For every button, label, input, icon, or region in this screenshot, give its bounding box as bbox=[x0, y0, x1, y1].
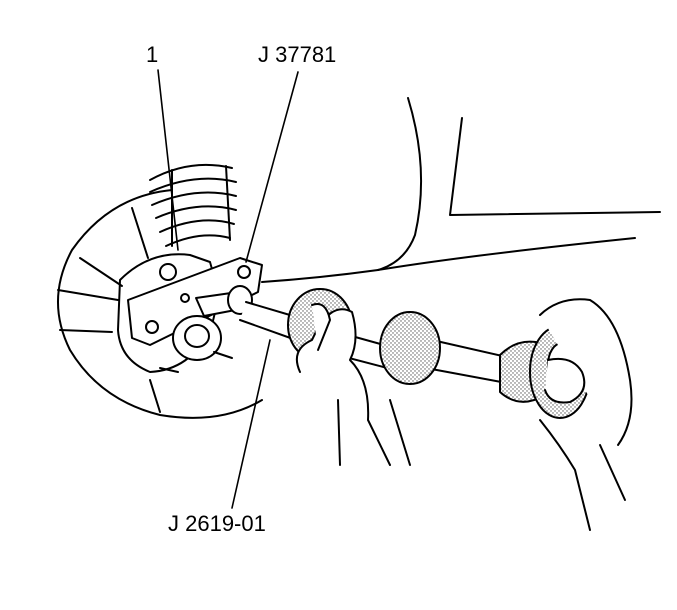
leader-line-1 bbox=[157, 69, 179, 251]
leader-line-j2619 bbox=[231, 339, 271, 509]
coil-spring bbox=[149, 163, 237, 247]
left-hand bbox=[296, 303, 411, 466]
wheel-hub bbox=[159, 315, 233, 373]
right-hand bbox=[539, 298, 633, 531]
puller-plate bbox=[127, 257, 263, 346]
callout-j37781: J 37781 bbox=[258, 42, 336, 67]
callout-1: 1 bbox=[146, 42, 158, 67]
leader-lines bbox=[157, 69, 299, 509]
fender-outline bbox=[261, 97, 661, 283]
callout-j2619-01: J 2619-01 bbox=[168, 511, 266, 536]
leader-line-j37781 bbox=[245, 71, 299, 263]
brake-rotor bbox=[57, 189, 263, 419]
